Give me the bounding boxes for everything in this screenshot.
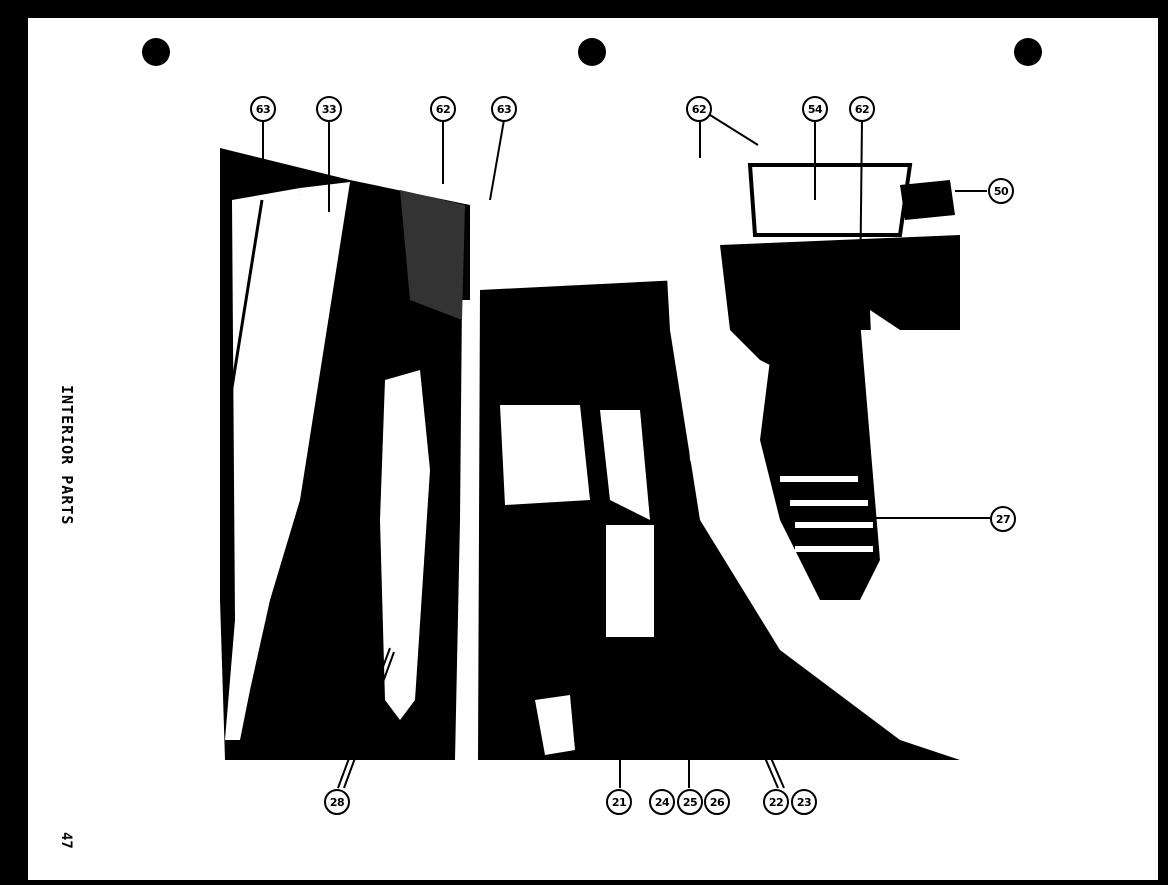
leader-lines	[262, 114, 990, 789]
callout-26: 26	[704, 789, 730, 815]
callout-63-top-right: 63	[491, 96, 517, 122]
callout-25: 25	[677, 789, 703, 815]
callout-50: 50	[988, 178, 1014, 204]
callout-22: 22	[763, 789, 789, 815]
callout-27: 27	[990, 506, 1016, 532]
punch-hole-left	[142, 38, 170, 66]
callout-62-left: 62	[430, 96, 456, 122]
callout-33: 33	[316, 96, 342, 122]
callout-63-top-left: 63	[250, 96, 276, 122]
callout-23: 23	[791, 789, 817, 815]
callout-62-right: 62	[849, 96, 875, 122]
punch-hole-right	[1014, 38, 1042, 66]
callout-24: 24	[649, 789, 675, 815]
page-number: 47	[58, 832, 74, 849]
section-title: INTERIOR PARTS	[58, 385, 76, 526]
callout-54: 54	[802, 96, 828, 122]
callout-21: 21	[606, 789, 632, 815]
punch-hole-center	[578, 38, 606, 66]
door-liner-photo	[220, 148, 490, 760]
callout-28: 28	[324, 789, 350, 815]
callout-62-center: 62	[686, 96, 712, 122]
cabinet-interior-photo	[478, 150, 960, 760]
